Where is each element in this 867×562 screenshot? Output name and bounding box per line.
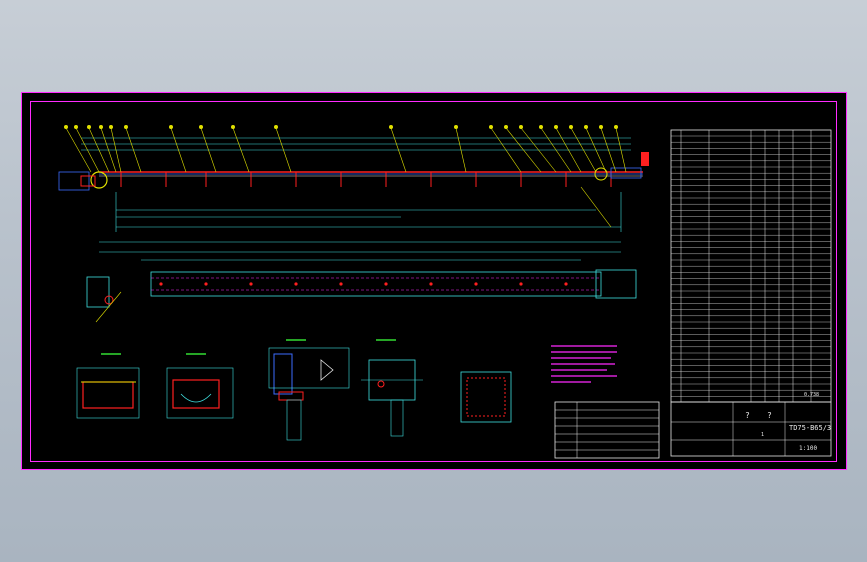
detail-view-2 bbox=[166, 353, 234, 419]
technical-notes bbox=[551, 345, 617, 383]
title-block-mark-a: ? bbox=[745, 411, 750, 420]
drawing-scale: 1:100 bbox=[799, 445, 817, 452]
detail-view-3 bbox=[268, 339, 350, 441]
drawing-number: TD75-B65/3 bbox=[789, 424, 831, 432]
detail-view-4 bbox=[361, 339, 423, 437]
detail-view-5 bbox=[460, 371, 512, 423]
title-block: ? ? 1 TD75-B65/3 1:100 0.738 bbox=[670, 392, 832, 457]
drawing-border bbox=[21, 92, 847, 470]
conveyor-elevation-view bbox=[58, 125, 649, 232]
title-block-mark-b: ? bbox=[767, 411, 772, 420]
cad-drawing: ? ? 1 TD75-B65/3 1:100 0.738 bbox=[21, 92, 847, 470]
conveyor-plan-view bbox=[86, 241, 637, 323]
title-block-sheet: 1 bbox=[761, 432, 764, 438]
drawing-inner-frame bbox=[30, 101, 837, 462]
spec-table bbox=[554, 401, 660, 459]
drawing-weight: 0.738 bbox=[804, 392, 819, 398]
parts-list bbox=[670, 129, 832, 403]
detail-view-1 bbox=[76, 353, 140, 419]
cad-drawing-viewport[interactable]: ? ? 1 TD75-B65/3 1:100 0.738 bbox=[21, 92, 847, 470]
